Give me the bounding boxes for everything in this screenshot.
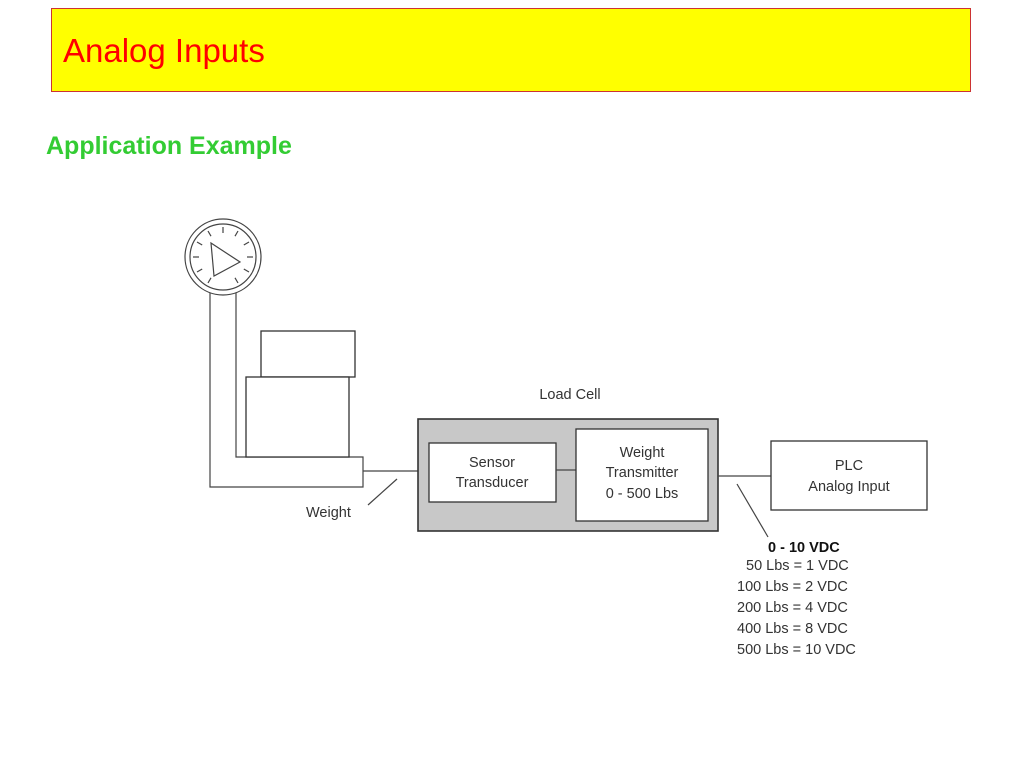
slide-title: Analog Inputs — [63, 32, 265, 69]
pressure-gauge-icon — [184, 218, 262, 296]
weight-transmitter-box — [575, 428, 709, 522]
weight-block-top — [260, 330, 356, 378]
weight-pointer-line — [367, 478, 398, 506]
sensor-transducer-box — [428, 442, 557, 503]
plc-label-line2: Analog Input — [808, 479, 889, 495]
load-cell-diagram: Weight Load Cell Sensor Transducer Weigh… — [184, 218, 928, 658]
signal-pointer-line — [736, 483, 769, 538]
signal-mapping: 400 Lbs = 8 VDC — [737, 621, 848, 637]
gauge-tick — [234, 277, 239, 284]
weight-block-bottom — [245, 376, 350, 458]
sensor-label-line2: Transducer — [456, 475, 529, 491]
gauge-inner-ring — [189, 223, 257, 291]
gauge-tick — [207, 230, 212, 237]
plc-analog-input-box — [770, 440, 928, 511]
gauge-tick — [243, 268, 250, 273]
weighing-scale-icon — [209, 293, 364, 488]
weight-label: Weight — [306, 505, 351, 521]
sensor-label-line1: Sensor — [469, 455, 515, 471]
gauge-tick — [196, 241, 203, 246]
gauge-tick — [196, 268, 203, 273]
transmitter-label-line1: Weight — [620, 445, 665, 461]
gauge-outer-ring — [184, 218, 262, 296]
gauge-tube-and-base — [209, 293, 364, 488]
signal-mapping: 50 Lbs = 1 VDC — [746, 558, 849, 574]
load-cell-label: Load Cell — [539, 387, 600, 403]
transmitter-label-line2: Transmitter — [606, 465, 679, 481]
gauge-tick — [243, 241, 250, 246]
gauge-tick-marks — [193, 227, 253, 284]
signal-mapping: 200 Lbs = 4 VDC — [737, 600, 848, 616]
gauge-tick — [207, 277, 212, 284]
plc-label-line1: PLC — [835, 458, 863, 474]
title-banner: Analog Inputs — [51, 8, 971, 92]
slide-subtitle: Application Example — [46, 132, 292, 160]
signal-range-label: 0 - 10 VDC — [768, 540, 840, 556]
signal-mapping: 100 Lbs = 2 VDC — [737, 579, 848, 595]
transmitter-range-label: 0 - 500 Lbs — [606, 486, 679, 502]
gauge-needle — [210, 241, 242, 277]
gauge-tick — [234, 230, 239, 237]
signal-mapping: 500 Lbs = 10 VDC — [737, 642, 856, 658]
